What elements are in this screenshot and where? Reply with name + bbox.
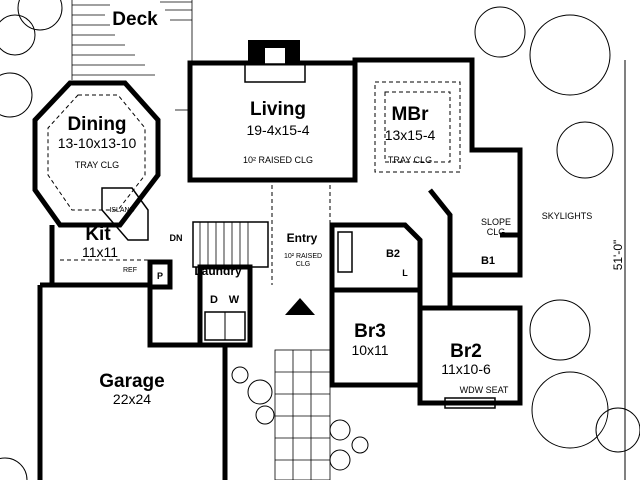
garage-walls [40,282,228,480]
garage-label: Garage [99,371,164,392]
living-label: Living [250,99,306,120]
garage-size: 22x24 [113,391,151,407]
kit-label: Kit [85,224,111,245]
mbr-note: TRAY CLG [388,155,432,165]
skylights-label: SKYLIGHTS [542,211,593,221]
linen-label: L [402,268,408,278]
living-note: 10² RAISED CLG [243,155,313,165]
washer-label: W [229,294,240,306]
ref-label: REF [123,267,137,274]
b2-label: B2 [386,248,400,260]
br2-walls [417,305,523,406]
mbr-size: 13x15-4 [385,127,436,143]
pantry-label: P [157,271,163,281]
stairs[interactable] [192,221,269,268]
mbr-walls [352,57,523,238]
entry-note-1: 10² RAISED [284,253,322,260]
dryer-label: D [210,294,218,306]
b1-label: B1 [481,255,495,267]
br2-label: Br2 [450,341,482,362]
dining-walls [32,80,161,228]
b1-note-1: SLOPE [481,217,511,227]
dining-size: 13-10x13-10 [58,135,137,151]
dining-label: Dining [67,114,126,135]
kitchen-island [101,187,149,241]
dining-note: TRAY CLG [75,160,119,170]
mbr-label: MBr [392,104,430,125]
br2-size: 11x10-6 [441,361,491,377]
entry-note-2: CLG [296,261,310,268]
kit-size: 11x11 [82,244,118,260]
overall-dimension: 51'-0" [611,240,625,271]
br3-size: 10x11 [351,342,388,358]
entry-arrow [285,298,315,315]
stairs-dn-label: DN [170,233,183,243]
island-label: ISLAND [109,207,134,214]
deck-label: Deck [112,9,158,30]
laundry-label: Laundry [194,264,242,278]
living-size: 19-4x15-4 [246,122,309,138]
front-walk [274,349,331,480]
br3-label: Br3 [354,321,386,342]
entry-label: Entry [287,231,318,245]
b1-note-2: CLG [487,227,506,237]
wdw-seat-label: WDW SEAT [460,385,509,395]
deck-hatch [71,0,193,111]
